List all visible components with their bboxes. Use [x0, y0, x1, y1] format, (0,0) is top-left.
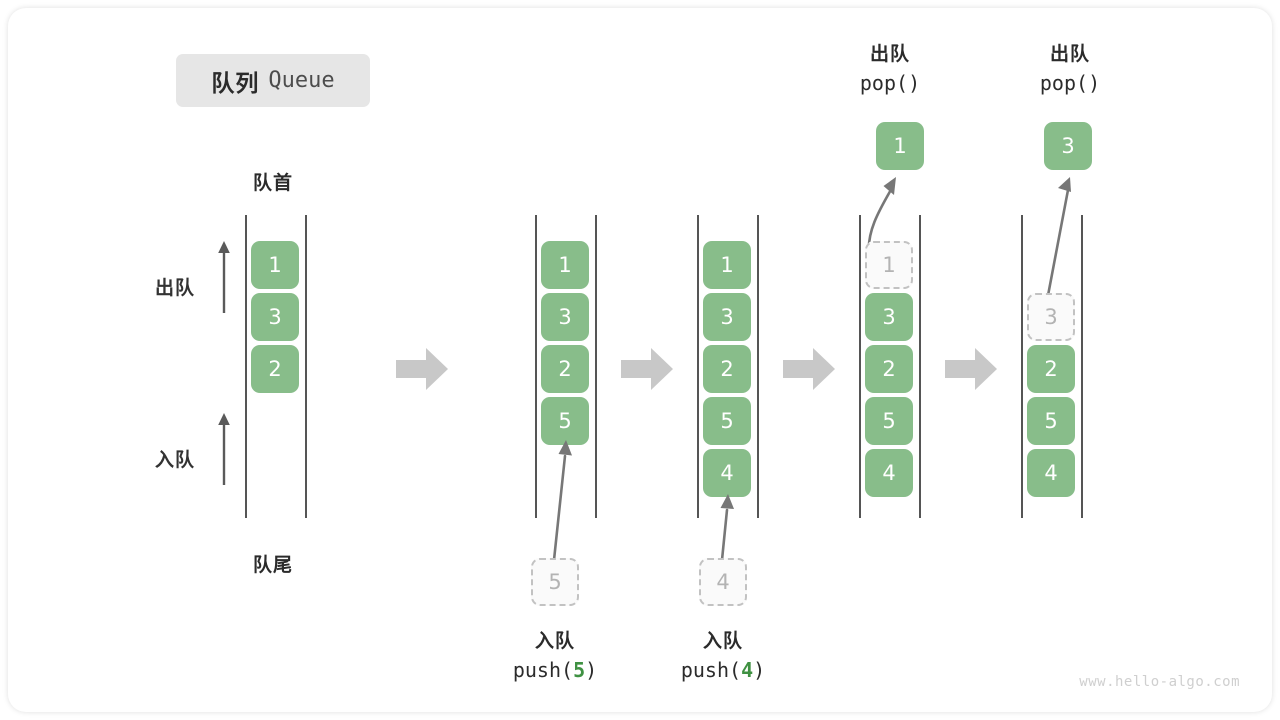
push-motion-arrow-5	[536, 440, 576, 562]
operation-label-call: push(5)	[475, 656, 635, 685]
operation-label-cn: 出队	[1049, 43, 1090, 65]
label-dequeue: 出队	[155, 277, 196, 299]
incoming-element-ghost: 5	[531, 558, 579, 606]
dequeue-direction-arrow	[215, 241, 233, 313]
queue-item: 3	[251, 293, 299, 341]
queue-rail-left-5	[1021, 215, 1023, 518]
queue-rail-right-4	[919, 215, 921, 518]
call-suffix: )	[1088, 70, 1101, 95]
incoming-element-ghost: 4	[699, 558, 747, 606]
call-arg: 5	[573, 657, 586, 682]
label-front: 队首	[252, 172, 293, 194]
popped-element: 1	[876, 122, 924, 170]
queue-rail-left-3	[697, 215, 699, 518]
queue-rail-right-5	[1081, 215, 1083, 518]
queue-item: 1	[541, 241, 589, 289]
queue-item: 2	[703, 345, 751, 393]
call-suffix: )	[908, 70, 921, 95]
diagram-title-badge: 队列 Queue	[176, 54, 370, 107]
call-suffix: )	[753, 657, 766, 682]
operation-label-call: pop()	[990, 69, 1150, 98]
queue-item: 2	[251, 345, 299, 393]
transition-arrow-icon	[945, 348, 997, 390]
queue-item-new: 4	[703, 449, 751, 497]
title-cn: 队列	[211, 70, 260, 97]
queue-item: 4	[1027, 449, 1075, 497]
queue-item: 5	[703, 397, 751, 445]
queue-item: 5	[1027, 397, 1075, 445]
operation-label-cn: 入队	[534, 630, 575, 652]
queue-rail-left-2	[535, 215, 537, 518]
title-en: Queue	[268, 68, 335, 93]
queue-item: 5	[865, 397, 913, 445]
queue-item: 3	[541, 293, 589, 341]
call-arg: 4	[741, 657, 754, 682]
operation-label-cn: 出队	[869, 43, 910, 65]
queue-rail-left-4	[859, 215, 861, 518]
operation-label-pop-1: 出队 pop()	[810, 41, 970, 98]
queue-item: 4	[865, 449, 913, 497]
queue-rail-right-1	[305, 215, 307, 518]
popped-element: 3	[1044, 122, 1092, 170]
call-suffix: )	[585, 657, 598, 682]
vacated-slot-ghost: 1	[865, 241, 913, 289]
operation-label-pop-3: 出队 pop()	[990, 41, 1150, 98]
operation-label-cn: 入队	[702, 630, 743, 652]
queue-item: 2	[865, 345, 913, 393]
vacated-slot-ghost: 3	[1027, 293, 1075, 341]
label-enqueue: 入队	[155, 449, 196, 471]
queue-rail-right-2	[595, 215, 597, 518]
label-rear: 队尾	[252, 554, 293, 576]
watermark: www.hello-algo.com	[1079, 674, 1240, 690]
push-motion-arrow-4	[706, 494, 746, 562]
queue-item: 1	[251, 241, 299, 289]
queue-item: 2	[541, 345, 589, 393]
queue-item-new: 5	[541, 397, 589, 445]
queue-item: 3	[703, 293, 751, 341]
queue-item: 1	[703, 241, 751, 289]
operation-label-call: push(4)	[643, 656, 803, 685]
queue-rail-left-1	[245, 215, 247, 518]
call-prefix: push(	[512, 657, 574, 682]
transition-arrow-icon	[396, 348, 448, 390]
call-prefix: push(	[680, 657, 742, 682]
operation-label-push-5: 入队 push(5)	[475, 628, 635, 685]
pop-motion-arrow-3	[1028, 174, 1088, 308]
operation-label-push-4: 入队 push(4)	[643, 628, 803, 685]
operation-label-call: pop()	[810, 69, 970, 98]
transition-arrow-icon	[783, 348, 835, 390]
enqueue-direction-arrow	[215, 413, 233, 485]
queue-rail-right-3	[757, 215, 759, 518]
call-prefix: pop(	[1039, 70, 1089, 95]
call-prefix: pop(	[859, 70, 909, 95]
diagram-canvas: 队列 Queue 队首 队尾 出队 入队 1 3 2 1 3 2 5	[8, 8, 1272, 712]
queue-item: 2	[1027, 345, 1075, 393]
transition-arrow-icon	[621, 348, 673, 390]
queue-item: 3	[865, 293, 913, 341]
